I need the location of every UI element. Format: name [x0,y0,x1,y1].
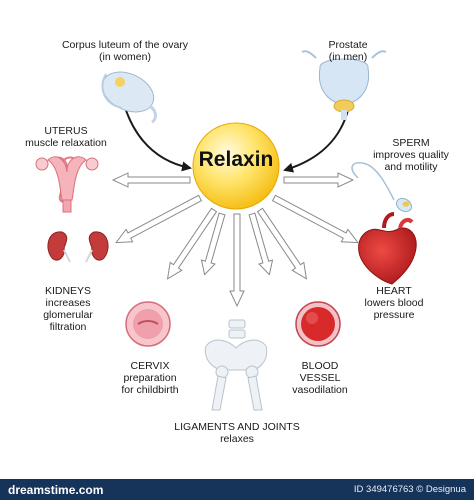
ovary-icon [101,71,157,124]
ligaments-joints-label: LIGAMENTS AND JOINTS relaxes [174,421,300,445]
corpus-luteum-label: Corpus luteum of the ovary (in women) [61,39,189,63]
arrow-to-uterus [111,172,191,188]
arrow-to-kidneys [115,194,203,244]
sperm-icon [351,162,413,213]
cervix-label: CERVIX preparation for childbirth [121,360,179,396]
cervix-icon [125,301,171,347]
uterus-label: UTERUS muscle relaxation [25,125,107,149]
prostate-icon [301,50,387,120]
prostate-label: Prostate (in men) [328,39,368,63]
uterus-icon [35,156,99,213]
heart-icon [358,212,417,285]
heart-label: HEART lowers blood pressure [364,285,424,321]
footer-brand: dreamstime.com [8,483,104,497]
kidneys-icon [47,231,109,263]
arrow-to-ligaments-left [200,212,226,276]
blood-vessel-icon [295,301,341,347]
relaxin-sphere [192,122,280,210]
footer-image-id: ID 349476763 © Designua [353,484,466,495]
relaxin-label: Relaxin [198,148,274,171]
diagram-canvas [35,50,417,411]
blood-vessel-label: BLOOD VESSEL vasodilation [292,360,348,396]
arrow-to-vessel [256,207,308,280]
arrow-to-sperm [283,172,355,188]
target-arrows [111,172,359,308]
arrow-to-ligaments-right [248,212,274,276]
watermark-footer: dreamstime.com ID 349476763 © Designua [0,479,474,500]
arrow-to-heart [271,194,359,244]
arrow-to-cervix [166,207,218,280]
kidneys-label: KIDNEYS increases glomerular filtration [43,285,93,333]
pelvis-joints-icon [204,319,268,411]
arrow-from-prostate [283,109,349,173]
sperm-label: SPERM improves quality and motility [373,137,449,173]
arrow-to-joints [229,213,245,308]
